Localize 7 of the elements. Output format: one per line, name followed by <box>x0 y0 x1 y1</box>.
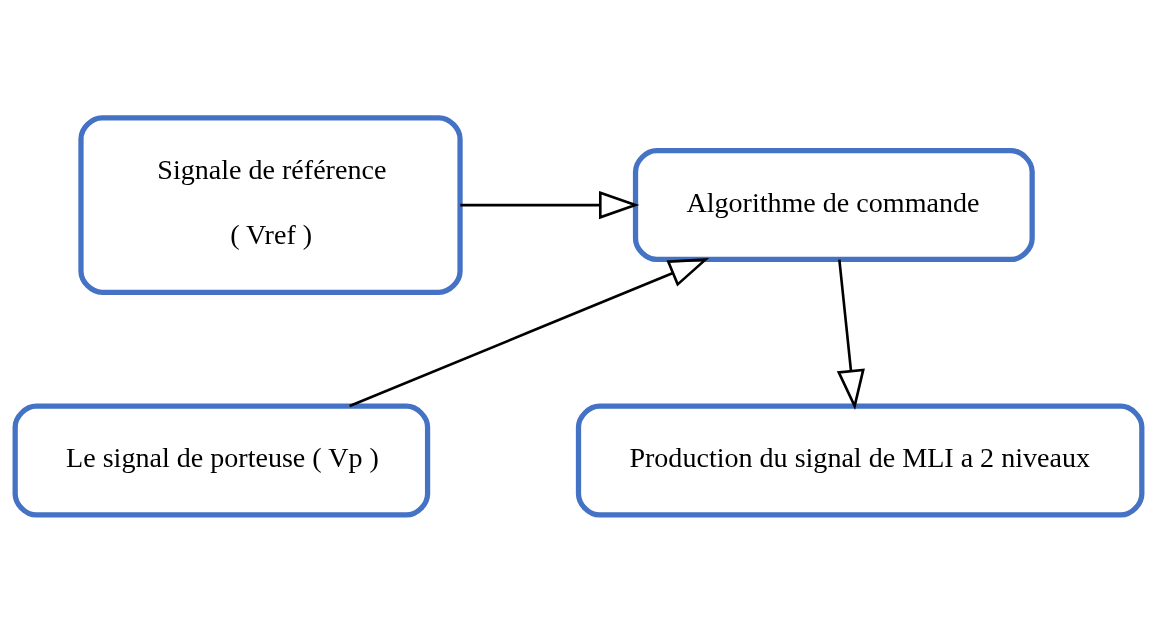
node-box: Algorithme de commande <box>632 147 1035 262</box>
arrow <box>836 259 865 410</box>
arrow <box>460 190 640 219</box>
node-box: Le signal de porteuse ( Vp ) <box>12 403 431 518</box>
arrow <box>349 257 710 407</box>
node-box: Production du signal de MLI a 2 niveaux <box>575 403 1145 518</box>
node-box: Signale de référence ( Vref ) <box>78 114 463 295</box>
